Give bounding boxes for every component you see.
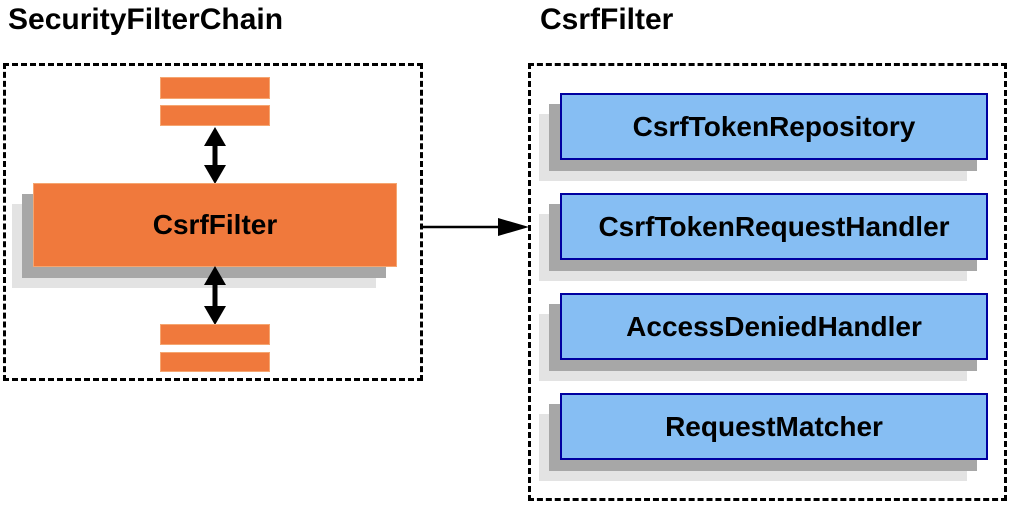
double-arrow-icon [202, 266, 228, 330]
security-filter-chain-container [3, 63, 423, 381]
component-node-access-denied-handler: AccessDeniedHandler [560, 293, 988, 360]
component-node-label: AccessDeniedHandler [626, 310, 922, 342]
csrf-filter-container [528, 63, 1007, 501]
flow-arrow-icon [399, 216, 529, 243]
component-node-request-matcher: RequestMatcher [560, 393, 988, 460]
component-node-label: RequestMatcher [665, 410, 883, 442]
security-filter-chain-title: SecurityFilterChain [8, 3, 284, 36]
filter-placeholder-bar [160, 77, 270, 99]
component-node-label: CsrfTokenRepository [632, 110, 916, 142]
filter-placeholder-bar [160, 105, 270, 126]
csrf-filter-title: CsrfFilter [540, 3, 674, 36]
double-arrow-icon [202, 127, 228, 189]
filter-placeholder-bar [160, 324, 270, 345]
filter-placeholder-bar [160, 352, 270, 372]
component-node-label: CsrfTokenRequestHandler [598, 210, 950, 242]
component-node-csrf-token-repository: CsrfTokenRepository [560, 93, 988, 160]
component-node-csrf-token-request-handler: CsrfTokenRequestHandler [560, 193, 988, 260]
csrf-filter-node-label: CsrfFilter [152, 209, 278, 240]
csrf-filter-node: CsrfFilter [33, 183, 397, 267]
